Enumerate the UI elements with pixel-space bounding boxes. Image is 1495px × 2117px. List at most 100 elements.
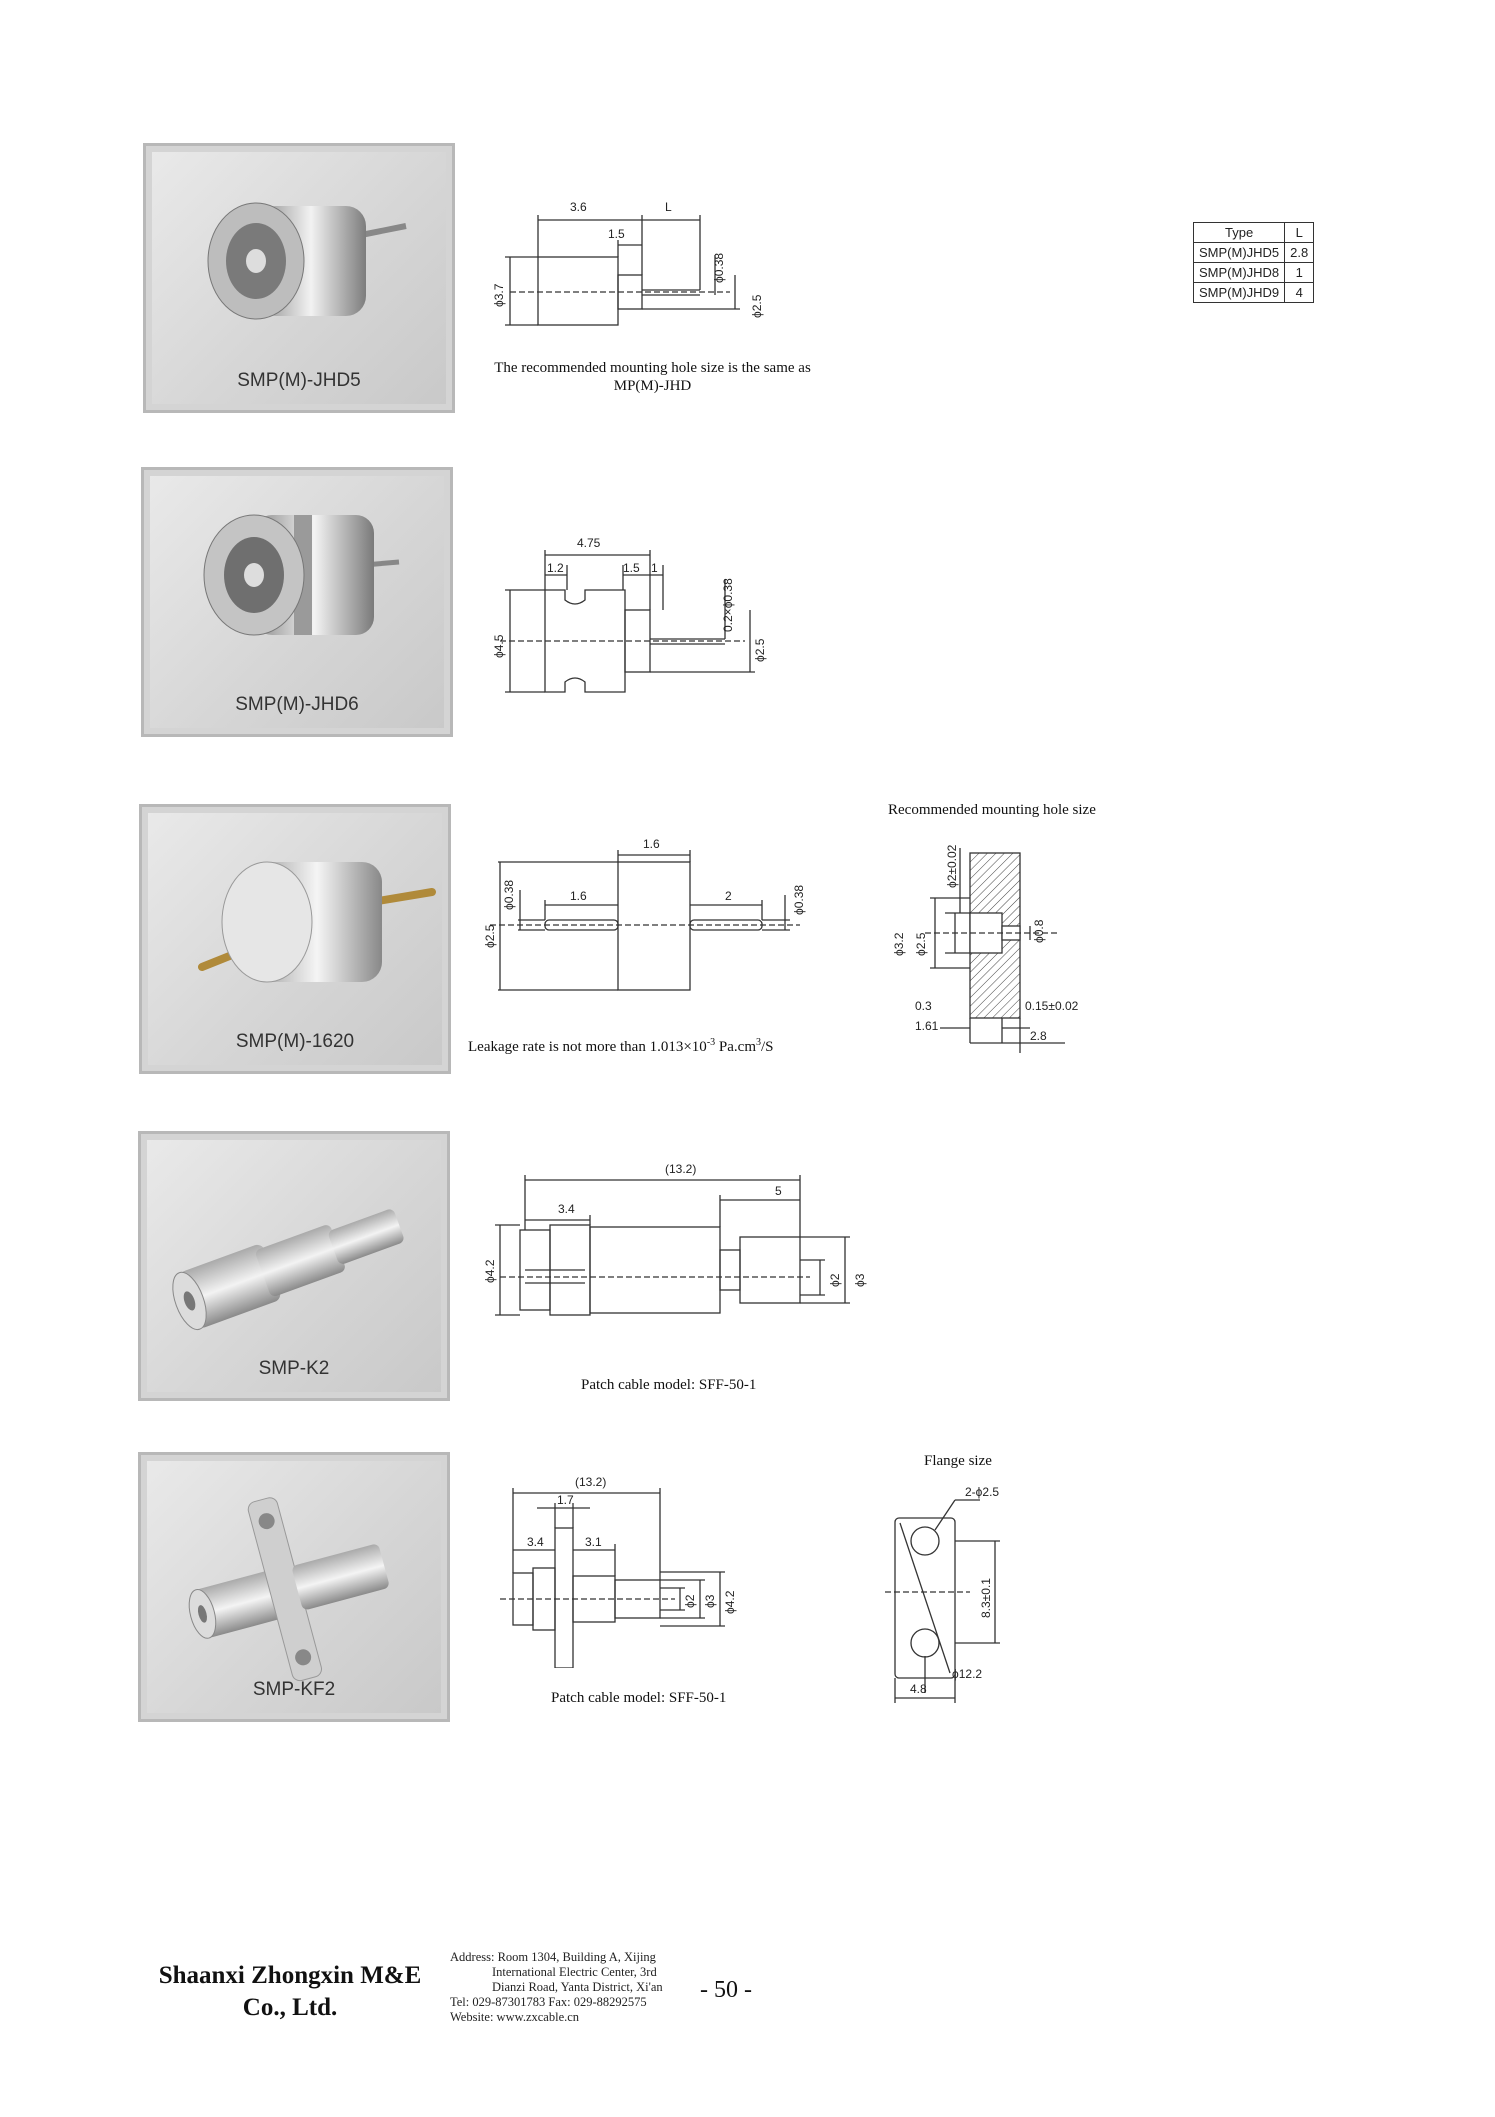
product-label: SMP-K2 (258, 1358, 330, 1379)
product-photo-1620: SMP(M)-1620 (139, 804, 451, 1074)
dim-label: 3.6 (570, 200, 587, 214)
dim-label: 0.3 (915, 999, 932, 1013)
dim-label: 0.2×ϕ0.38 (721, 578, 735, 632)
dim-label: ϕ3 (703, 1594, 717, 1608)
dim-label: ϕ4.5 (492, 634, 506, 658)
connector-1620-image (198, 861, 436, 983)
dim-label: ϕ4.2 (723, 1590, 737, 1614)
product-photo-kf2: SMP-KF2 (138, 1452, 450, 1722)
k2-dimension-drawing: (13.2) 3.4 5 ϕ4.2 ϕ2 ϕ3 (483, 1162, 867, 1316)
dim-label: ϕ2.5 (753, 638, 767, 662)
k2-patch-note: Patch cable model: SFF-50-1 (581, 1377, 757, 1393)
company-name: Shaanxi Zhongxin M&E Co., Ltd. (140, 1960, 440, 2024)
flange-title: Flange size (924, 1453, 992, 1469)
dim-label: ϕ2.5 (750, 294, 764, 318)
table-cell: SMP(M)JHD9 (1192, 282, 1286, 303)
address-line: International Electric Center, 3rd (492, 1965, 657, 1979)
table-cell: SMP(M)JHD5 (1192, 242, 1286, 263)
dim-label: 3.1 (585, 1535, 602, 1549)
product-label: SMP(M)-1620 (235, 1031, 355, 1052)
product-label: SMP(M)-JHD6 (235, 694, 359, 715)
dim-label: 5 (775, 1184, 782, 1198)
table-cell: SMP(M)JHD8 (1192, 262, 1286, 283)
website-line: Website: www.zxcable.cn (450, 2010, 580, 2024)
dim-label: 1.2 (547, 561, 564, 575)
product-photo-jhd6: SMP(M)-JHD6 (141, 467, 453, 737)
company-line: Shaanxi Zhongxin M&E (158, 1962, 422, 1989)
connector-k2-image (172, 1209, 404, 1331)
dim-label: 2-ϕ2.5 (965, 1485, 999, 1499)
table-row: SMP(M)JHD9 4 (1192, 282, 1315, 303)
dim-label: L (665, 200, 672, 214)
dim-label: 3.4 (527, 1535, 544, 1549)
leakage-note: Leakage rate is not more than 1.013×10-3… (468, 1037, 774, 1056)
connector-jhd6-image (203, 514, 400, 636)
mount-title: Recommended mounting hole size (888, 802, 1096, 818)
flange-drawing: 2-ϕ2.5 8.3±0.1 4.8 ϕ12.2 (885, 1485, 1000, 1703)
dim-label: 4.8 (910, 1682, 927, 1696)
kf2-dimension-drawing: (13.2) 1.7 3.4 3.1 ϕ2 ϕ3 ϕ4.2 (500, 1475, 737, 1668)
dim-label: ϕ3 (853, 1273, 867, 1287)
note-text: Pa.cm (715, 1039, 756, 1055)
contact-block: Address: Room 1304, Building A, Xijing I… (450, 1950, 690, 2025)
dim-label: 3.4 (558, 1202, 575, 1216)
dim-label: ϕ2.5 (483, 924, 497, 948)
company-line: Co., Ltd. (242, 1994, 338, 2021)
kf2-patch-note: Patch cable model: SFF-50-1 (551, 1690, 727, 1706)
type-table: Type L SMP(M)JHD5 2.8 SMP(M)JHD8 1 SMP(M… (1192, 222, 1315, 303)
dim-label: (13.2) (665, 1162, 696, 1176)
jhd5-mounting-note: The recommended mounting hole size is th… (470, 359, 835, 395)
product-photo-k2: SMP-K2 (138, 1131, 450, 1401)
dim-label: (13.2) (575, 1475, 606, 1489)
table-row: SMP(M)JHD5 2.8 (1192, 242, 1315, 263)
dim-label: 1 (651, 561, 658, 575)
table-row: SMP(M)JHD8 1 (1192, 262, 1315, 283)
note-text: 3 (755, 1037, 761, 1048)
dim-label: ϕ2 (828, 1273, 842, 1287)
dim-label: 1.5 (608, 227, 625, 241)
dim-label: 4.75 (577, 536, 601, 550)
dim-label: 1.61 (915, 1019, 939, 1033)
dim-label: ϕ2 (683, 1594, 697, 1608)
dim-label: ϕ3.2 (892, 932, 906, 956)
dim-label: ϕ0.38 (712, 253, 726, 283)
note-text: Leakage rate is not more than 1.013×10 (468, 1039, 707, 1055)
dim-label: 1.6 (570, 889, 587, 903)
note-line: MP(M)-JHD (613, 378, 692, 394)
dim-label: ϕ0.38 (502, 880, 516, 910)
connector-kf2-image (188, 1497, 389, 1682)
dim-label: 8.3±0.1 (979, 1578, 993, 1618)
mounting-hole-drawing: ϕ2±0.02 ϕ3.2 ϕ2.5 ϕ0.8 0.3 1.61 0.15±0.0… (892, 844, 1079, 1053)
dim-label: ϕ3.7 (492, 283, 506, 307)
address-line: Address: Room 1304, Building A, Xijing (450, 1950, 656, 1964)
table-cell: 1 (1284, 262, 1315, 283)
jhd6-dimension-drawing: 4.75 1.2 1.5 1 0.2×ϕ0.38 ϕ4.5 ϕ2.5 (492, 536, 767, 693)
product-label: SMP(M)-JHD5 (237, 370, 361, 391)
dim-label: ϕ0.8 (1032, 919, 1046, 943)
dim-label: ϕ2.5 (914, 932, 928, 956)
dim-label: ϕ12.2 (952, 1667, 982, 1681)
m1620-dimension-drawing: 1.6 1.6 2 ϕ0.38 ϕ2.5 ϕ0.38 (483, 837, 806, 991)
address-line: Dianzi Road, Yanta District, Xi'an (492, 1980, 663, 1994)
dim-label: 1.6 (643, 837, 660, 851)
dim-label: ϕ0.38 (792, 885, 806, 915)
dim-label: ϕ4.2 (483, 1259, 497, 1283)
dim-label: 2 (725, 889, 732, 903)
note-text: /S (760, 1039, 774, 1055)
product-photo-jhd5: SMP(M)-JHD5 (143, 143, 455, 413)
note-text: -3 (706, 1037, 716, 1048)
jhd5-dimension-drawing: 3.6 L 1.5 ϕ0.38 ϕ3.7 ϕ2.5 (492, 200, 764, 326)
page-number: - 50 - (700, 1977, 752, 2003)
table-cell: 4 (1284, 282, 1315, 303)
product-label: SMP-KF2 (252, 1679, 336, 1700)
l-header: L (1284, 222, 1315, 243)
dim-label: 1.7 (557, 1493, 574, 1507)
table-cell: 2.8 (1284, 242, 1315, 263)
connector-jhd5-image (207, 202, 407, 320)
dim-label: 2.8 (1030, 1029, 1047, 1043)
dim-label: 1.5 (623, 561, 640, 575)
note-line: The recommended mounting hole size is th… (494, 360, 811, 376)
phone-fax-line: Tel: 029-87301783 Fax: 029-88292575 (450, 1995, 647, 2009)
dim-label: 0.15±0.02 (1025, 999, 1079, 1013)
type-header: Type (1192, 222, 1286, 243)
